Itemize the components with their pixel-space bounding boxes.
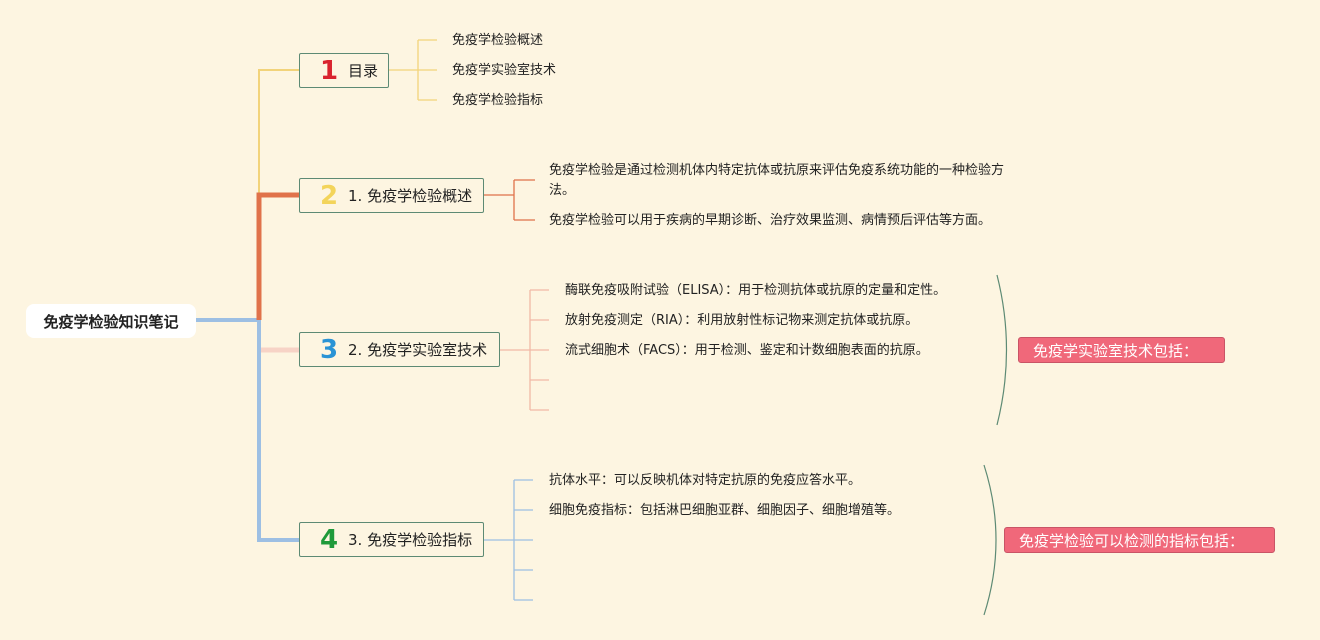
subtopic[interactable]: 放射免疫测定（RIA）：利用放射性标记物来测定抗体或抗原。: [565, 313, 919, 328]
subtopic[interactable]: 免疫学检验指标: [452, 93, 544, 108]
subtopic[interactable]: 免疫学检验概述: [452, 33, 544, 48]
subtopic-continuation: 法。: [549, 183, 576, 198]
topic-indicators[interactable]: 4 3. 免疫学检验指标: [299, 522, 484, 557]
topic-lab-techniques[interactable]: 3 2. 免疫学实验室技术: [299, 332, 500, 367]
subtopic[interactable]: 酶联免疫吸附试验（ELISA）：用于检测抗体或抗原的定量和定性。: [565, 283, 947, 298]
summary-label[interactable]: 免疫学检验可以检测的指标包括：: [1004, 527, 1275, 553]
subtopic[interactable]: 抗体水平：可以反映机体对特定抗原的免疫应答水平。: [549, 473, 862, 488]
subtopic[interactable]: 免疫学检验可以用于疾病的早期诊断、治疗效果监测、病情预后评估等方面。: [549, 213, 992, 228]
number-4-icon: 4: [319, 524, 339, 555]
root-topic[interactable]: 免疫学检验知识笔记: [26, 304, 196, 338]
number-3-icon: 3: [319, 334, 339, 365]
subtopic[interactable]: 细胞免疫指标：包括淋巴细胞亚群、细胞因子、细胞增殖等。: [549, 503, 901, 518]
subtopic[interactable]: 流式细胞术（FACS）：用于检测、鉴定和计数细胞表面的抗原。: [565, 343, 929, 358]
topic-label: 1. 免疫学检验概述: [348, 187, 473, 205]
subtopic[interactable]: 免疫学实验室技术: [452, 63, 557, 78]
topic-label: 2. 免疫学实验室技术: [348, 341, 488, 359]
number-1-icon: 1: [319, 55, 339, 86]
subtopic[interactable]: 免疫学检验是通过检测机体内特定抗体或抗原来评估免疫系统功能的一种检验方: [549, 163, 1005, 178]
number-2-icon: 2: [319, 180, 339, 211]
topic-toc[interactable]: 1 目录: [299, 53, 389, 88]
topic-overview[interactable]: 2 1. 免疫学检验概述: [299, 178, 484, 213]
summary-label[interactable]: 免疫学实验室技术包括：: [1018, 337, 1225, 363]
topic-label: 3. 免疫学检验指标: [348, 531, 473, 549]
topic-label: 目录: [348, 62, 379, 80]
